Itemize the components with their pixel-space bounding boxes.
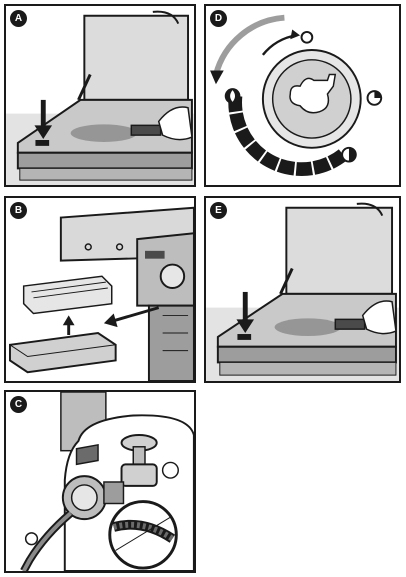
panel-d: D <box>204 4 401 187</box>
rotation-arrow-icon <box>210 70 224 85</box>
cabinet <box>147 304 194 381</box>
hose-detail-ridges <box>112 521 175 542</box>
lid-handle <box>152 10 180 25</box>
panel-b-label: B <box>10 202 27 219</box>
lid-hinge <box>77 73 92 101</box>
hand-icon <box>157 106 193 141</box>
panel-e: E <box>204 196 401 383</box>
grease-hole <box>35 140 50 146</box>
panel-e-illustration <box>206 202 399 381</box>
griddle-front-edge <box>16 151 193 170</box>
griddle-base <box>19 167 193 181</box>
fitting <box>103 481 125 505</box>
leak-check-icon <box>24 532 39 546</box>
lid-handle <box>356 202 384 217</box>
panel-d-illustration <box>210 14 383 176</box>
detail-magnifier <box>108 500 178 570</box>
arrow-head-icon <box>236 319 255 334</box>
panel-b-illustration <box>8 206 194 381</box>
grease-smear <box>274 318 342 336</box>
arrow-head-icon <box>34 125 53 140</box>
griddle-front-edge <box>216 345 397 364</box>
quarter-moon-fill <box>374 91 382 98</box>
panel-a: A <box>4 4 196 187</box>
griddle-lid <box>83 14 190 101</box>
heat-scale-arc <box>228 95 348 176</box>
half-moon-fill <box>348 147 356 162</box>
grease-tray <box>8 332 117 374</box>
collar-slot <box>75 443 99 466</box>
panel-d-label: D <box>210 10 227 27</box>
grease-smear <box>70 124 138 142</box>
arrow-left-icon <box>111 306 160 323</box>
panel-c-label: C <box>10 396 27 413</box>
panel-a-label: A <box>10 10 27 27</box>
arrow-head-icon <box>62 315 75 326</box>
control-knob <box>159 263 186 290</box>
panel-a-illustration <box>6 10 194 185</box>
knob-grip <box>289 73 337 114</box>
coupling-inner <box>70 484 98 512</box>
foil-liner <box>22 275 113 315</box>
igniter-button <box>145 250 165 259</box>
hole-icon <box>115 243 124 251</box>
foil-ridge <box>33 287 108 299</box>
scraper-blade <box>334 318 366 330</box>
hand-icon <box>361 300 397 335</box>
panel-e-label: E <box>210 202 227 219</box>
lid-hinge <box>279 267 294 295</box>
panel-b: B <box>4 196 196 383</box>
scraper-blade <box>130 124 162 136</box>
griddle-base <box>219 361 397 376</box>
rotation-arc <box>213 14 285 76</box>
inner-arrow-icon <box>290 29 301 40</box>
relief-valve <box>161 461 179 479</box>
tray-edge <box>9 344 116 358</box>
panel-c: C <box>4 390 196 573</box>
hole-icon <box>84 243 92 251</box>
arrow-head-icon <box>103 313 118 328</box>
grease-hole <box>237 334 252 340</box>
detail-line <box>115 516 171 551</box>
griddle-lid <box>285 206 394 295</box>
circle-icon <box>300 30 314 44</box>
gas-hose-inner <box>21 511 72 571</box>
panel-c-illustration <box>20 392 194 571</box>
foil-ridge <box>31 281 106 293</box>
valve-body <box>120 463 158 487</box>
flame-icon <box>230 90 236 102</box>
